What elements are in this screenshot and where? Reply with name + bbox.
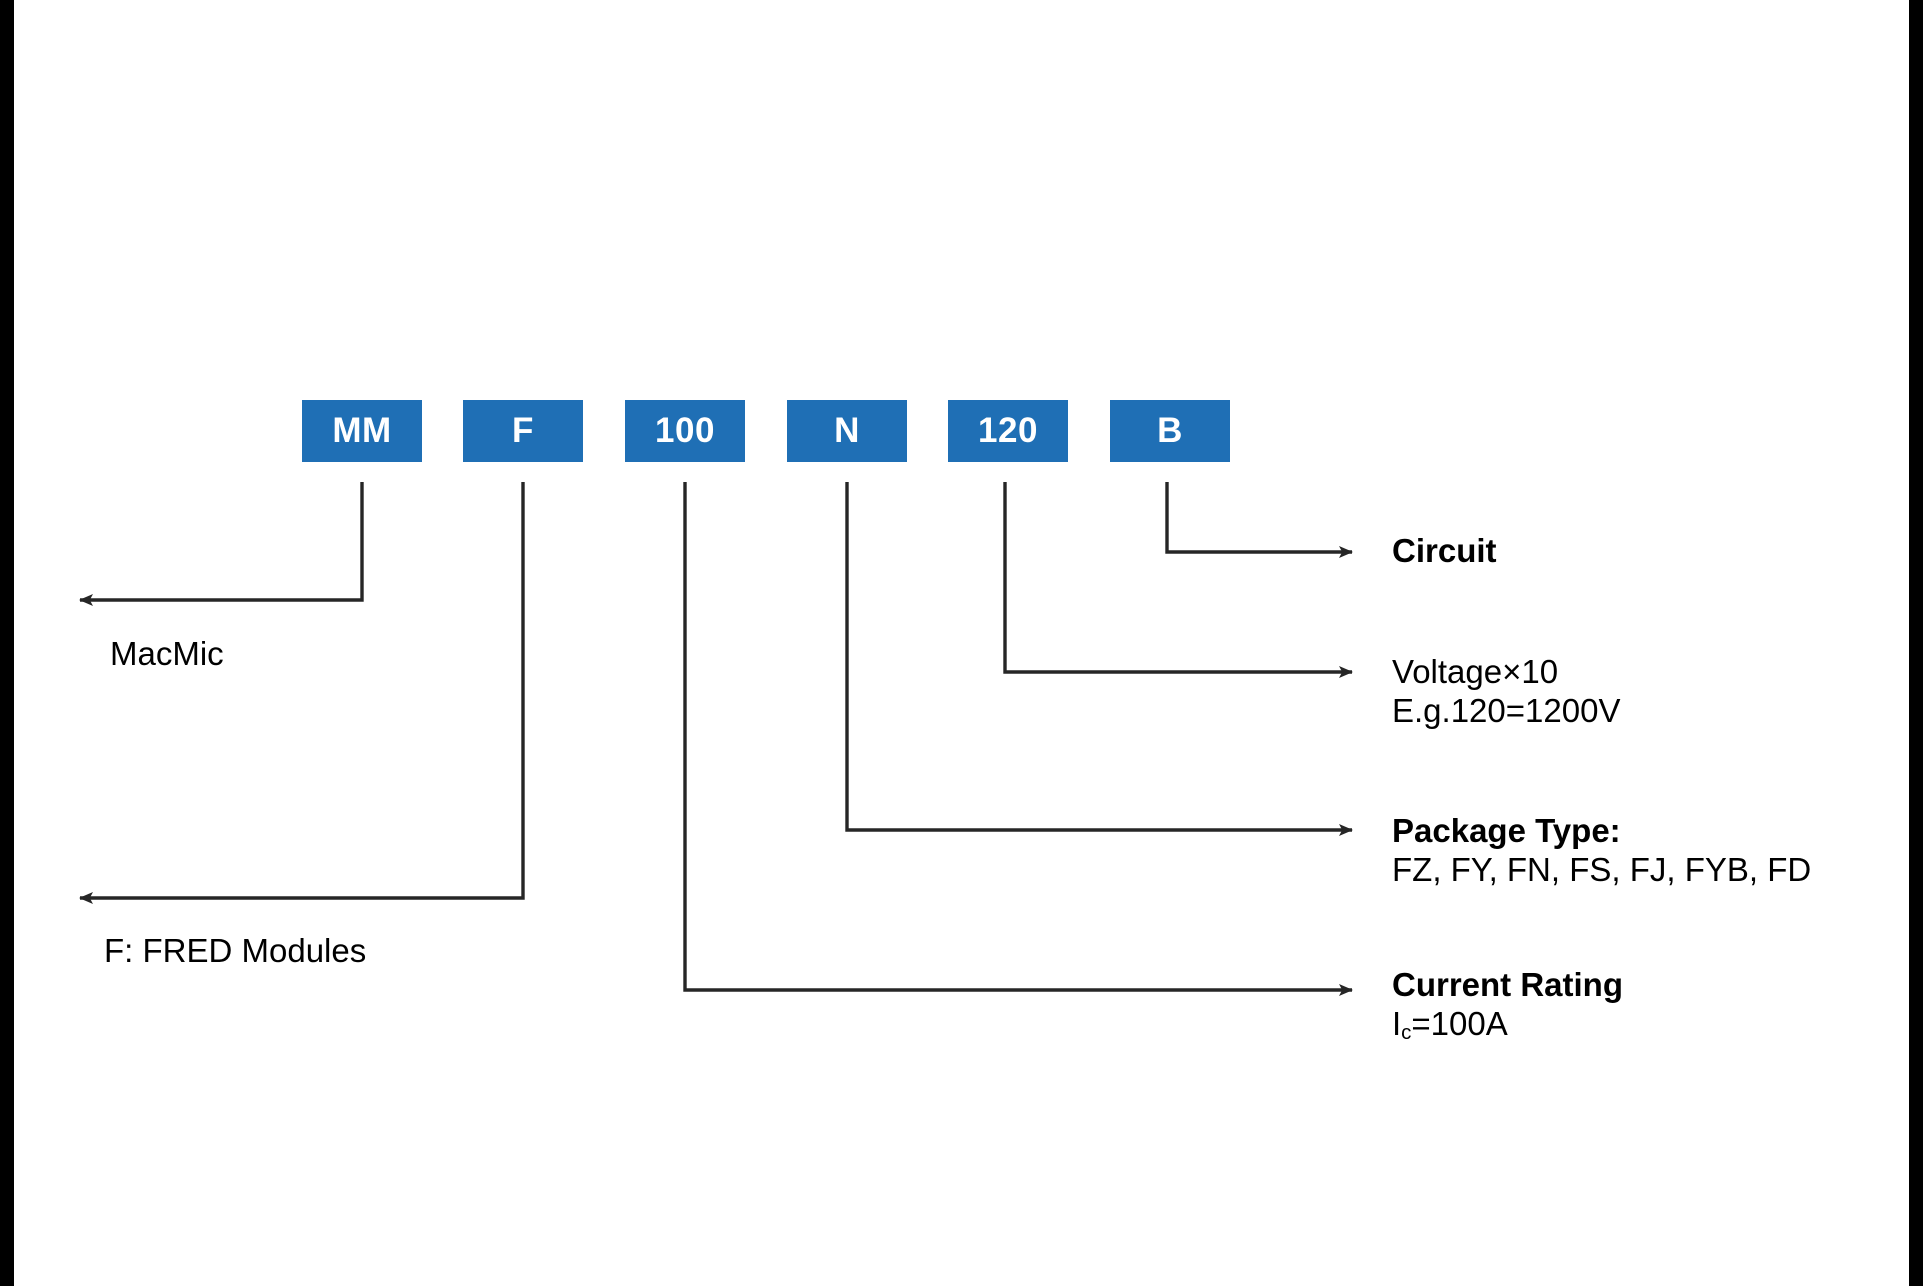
part-segment-f[interactable]: F — [463, 400, 583, 462]
frame-edge-right — [1909, 0, 1923, 1286]
callout-voltage: Voltage×10 E.g.120=1200V — [1392, 653, 1620, 731]
callout-package-type-title: Package Type: — [1392, 812, 1621, 849]
callout-package-type-subtitle: FZ, FY, FN, FS, FJ, FYB, FD — [1392, 850, 1812, 888]
callout-voltage-subtitle: E.g.120=1200V — [1392, 691, 1621, 729]
part-segment-n[interactable]: N — [787, 400, 907, 462]
callout-voltage-title: Voltage×10 — [1392, 653, 1559, 690]
callout-circuit: Circuit — [1392, 532, 1497, 571]
callout-current-rating: Current Rating Ic=100A — [1392, 966, 1623, 1044]
part-segment-100[interactable]: 100 — [625, 400, 745, 462]
connector-120-to-voltage — [1003, 482, 1353, 678]
connector-b-to-circuit — [1165, 482, 1353, 558]
connector-100-to-current-rating — [683, 482, 1353, 996]
callout-label-macmic: MacMic — [110, 635, 224, 672]
callout-package-type: Package Type: FZ, FY, FN, FS, FJ, FYB, F… — [1392, 812, 1811, 890]
callout-current-rating-title: Current Rating — [1392, 966, 1623, 1003]
callout-current-rating-subtitle: Ic=100A — [1392, 1004, 1508, 1045]
callout-label-fred-modules: F: FRED Modules — [104, 932, 367, 969]
connector-f-to-fred-modules — [79, 482, 525, 904]
part-segment-mm[interactable]: MM — [302, 400, 422, 462]
part-segment-120[interactable]: 120 — [948, 400, 1068, 462]
frame-edge-left — [0, 0, 14, 1286]
connector-n-to-package-type — [845, 482, 1353, 836]
callout-circuit-title: Circuit — [1392, 532, 1497, 569]
connector-mm-to-macmic — [79, 482, 364, 606]
part-segment-b[interactable]: B — [1110, 400, 1230, 462]
